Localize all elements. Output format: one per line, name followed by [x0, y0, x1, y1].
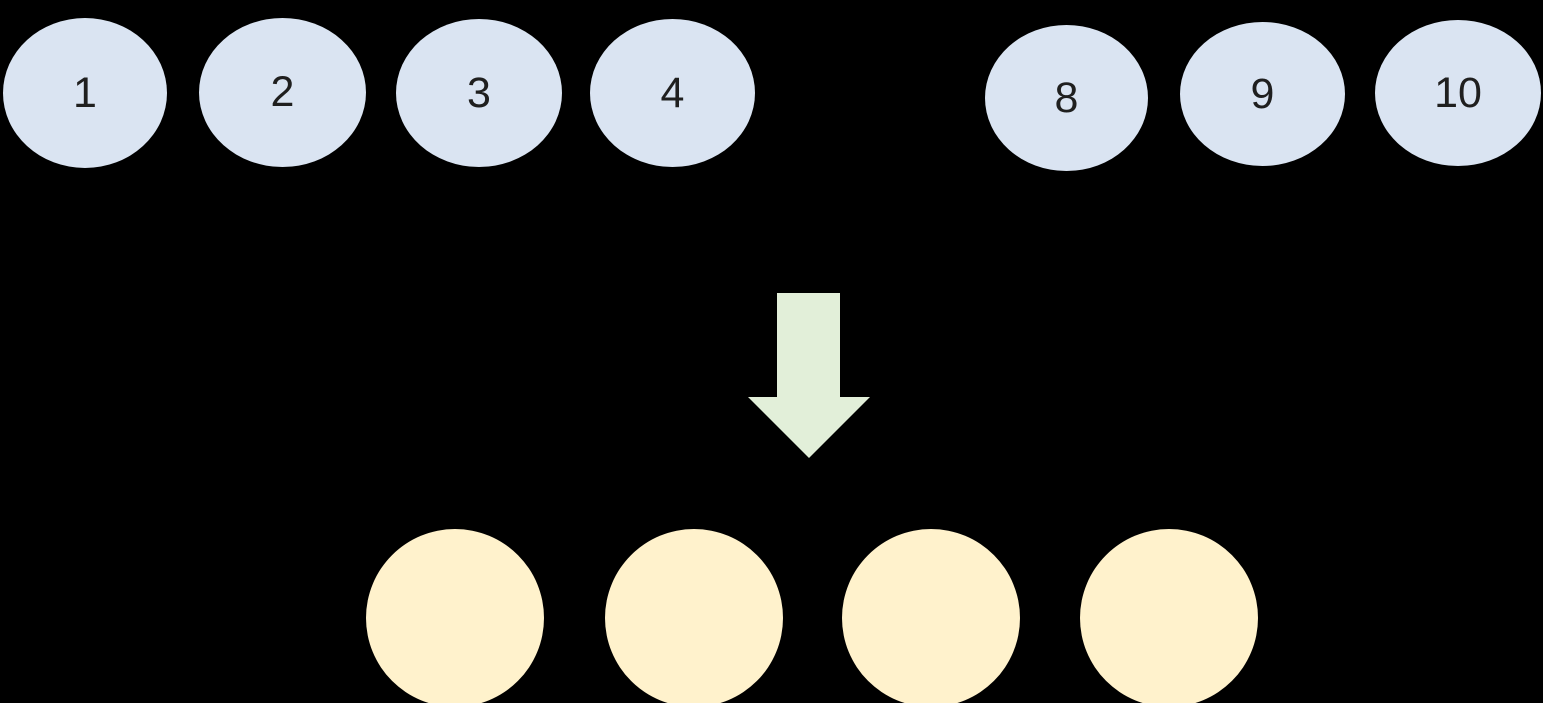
sequence-node-4: 4	[590, 19, 755, 167]
sequence-node-9: 9	[1180, 22, 1345, 166]
node-label: 2	[270, 68, 295, 116]
result-node-1	[366, 529, 544, 703]
node-label: 4	[660, 68, 685, 117]
sequence-node-8: 8	[985, 25, 1148, 171]
node-label: 9	[1250, 69, 1275, 118]
sequence-node-3: 3	[396, 19, 562, 167]
sequence-node-10: 10	[1375, 20, 1541, 166]
node-label: 8	[1054, 73, 1079, 122]
node-label: 1	[73, 68, 97, 117]
result-node-4	[1080, 529, 1258, 703]
sequence-node-2: 2	[199, 18, 366, 167]
result-node-2	[605, 529, 783, 703]
node-label: 3	[467, 68, 491, 117]
down-arrow-icon	[748, 293, 870, 458]
node-label: 10	[1434, 68, 1482, 117]
result-node-3	[842, 529, 1020, 703]
sequence-node-1: 1	[3, 18, 167, 168]
